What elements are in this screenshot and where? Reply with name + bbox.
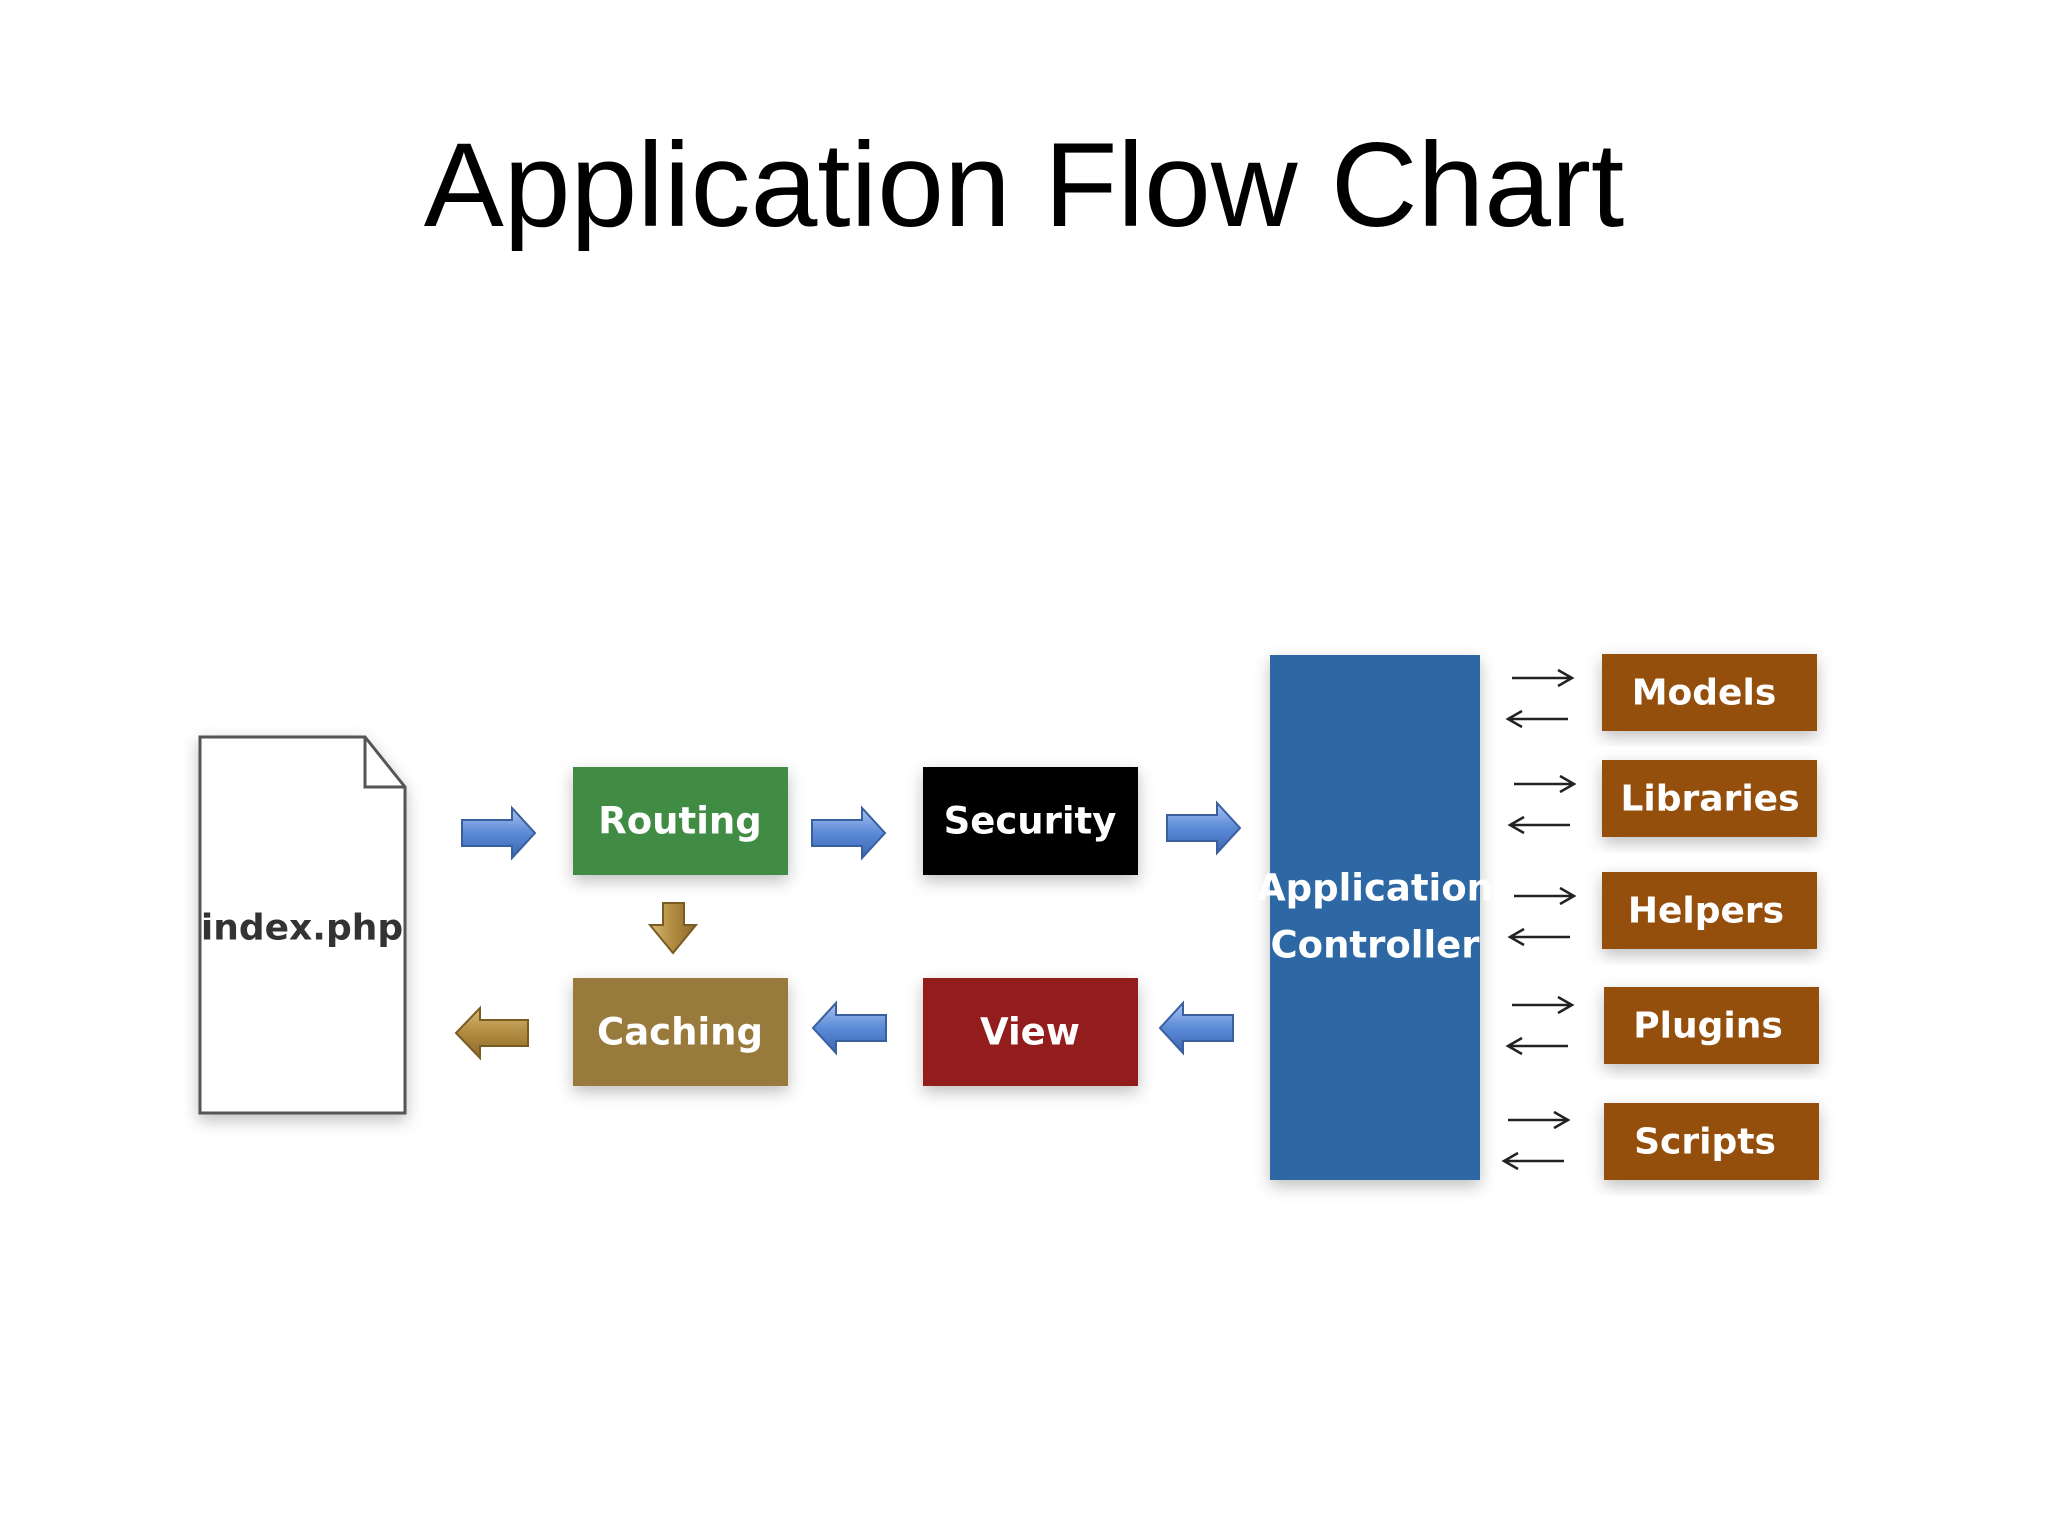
arrow-pair-scripts [1501, 1110, 1571, 1171]
scripts-box: Scripts [1604, 1103, 1819, 1180]
helpers-rect [1602, 872, 1817, 949]
libraries-box: Libraries [1602, 760, 1817, 837]
arrow-pair-helpers [1507, 886, 1577, 947]
libraries-rect [1602, 760, 1817, 837]
page-title: Application Flow Chart [423, 118, 1625, 252]
view-box: View [923, 978, 1138, 1086]
application-controller-box: Application Controller [1257, 655, 1493, 1180]
controller-label-line1: Application [1257, 867, 1493, 910]
caching-box: Caching [573, 978, 788, 1086]
plugins-box: Plugins [1604, 987, 1819, 1064]
arrow-view-to-caching [811, 1000, 887, 1056]
helpers-label: Helpers [1628, 891, 1784, 932]
index-php-document: index.php [198, 735, 407, 1115]
caching-rect [573, 978, 788, 1086]
models-box: Models [1602, 654, 1817, 731]
models-label: Models [1632, 673, 1777, 714]
controller-rect [1270, 655, 1480, 1180]
plugins-rect [1604, 987, 1819, 1064]
arrow-controller-to-view [1158, 1000, 1234, 1056]
models-rect [1602, 654, 1817, 731]
scripts-label: Scripts [1634, 1122, 1776, 1163]
helpers-box: Helpers [1602, 872, 1817, 949]
arrow-caching-to-index [454, 1005, 529, 1061]
bidirectional-arrows [1501, 668, 1577, 1171]
arrow-pair-models [1505, 668, 1575, 729]
routing-rect [573, 767, 788, 875]
routing-box: Routing [573, 767, 788, 875]
arrow-pair-plugins [1505, 995, 1575, 1056]
arrow-routing-to-security [811, 805, 887, 861]
security-rect [923, 767, 1138, 875]
caching-label: Caching [597, 1011, 763, 1054]
libraries-label: Libraries [1620, 779, 1799, 820]
arrow-pair-libraries [1507, 774, 1577, 835]
arrow-routing-to-caching [647, 902, 699, 955]
arrow-security-to-controller [1166, 800, 1242, 856]
scripts-rect [1604, 1103, 1819, 1180]
view-label: View [980, 1011, 1080, 1054]
plugins-label: Plugins [1633, 1006, 1783, 1047]
security-label: Security [944, 800, 1117, 843]
controller-label-line2: Controller [1271, 924, 1481, 967]
arrow-index-to-routing [461, 805, 537, 861]
view-rect [923, 978, 1138, 1086]
security-box: Security [923, 767, 1138, 875]
index-php-label: index.php [201, 908, 403, 949]
routing-label: Routing [598, 800, 761, 843]
